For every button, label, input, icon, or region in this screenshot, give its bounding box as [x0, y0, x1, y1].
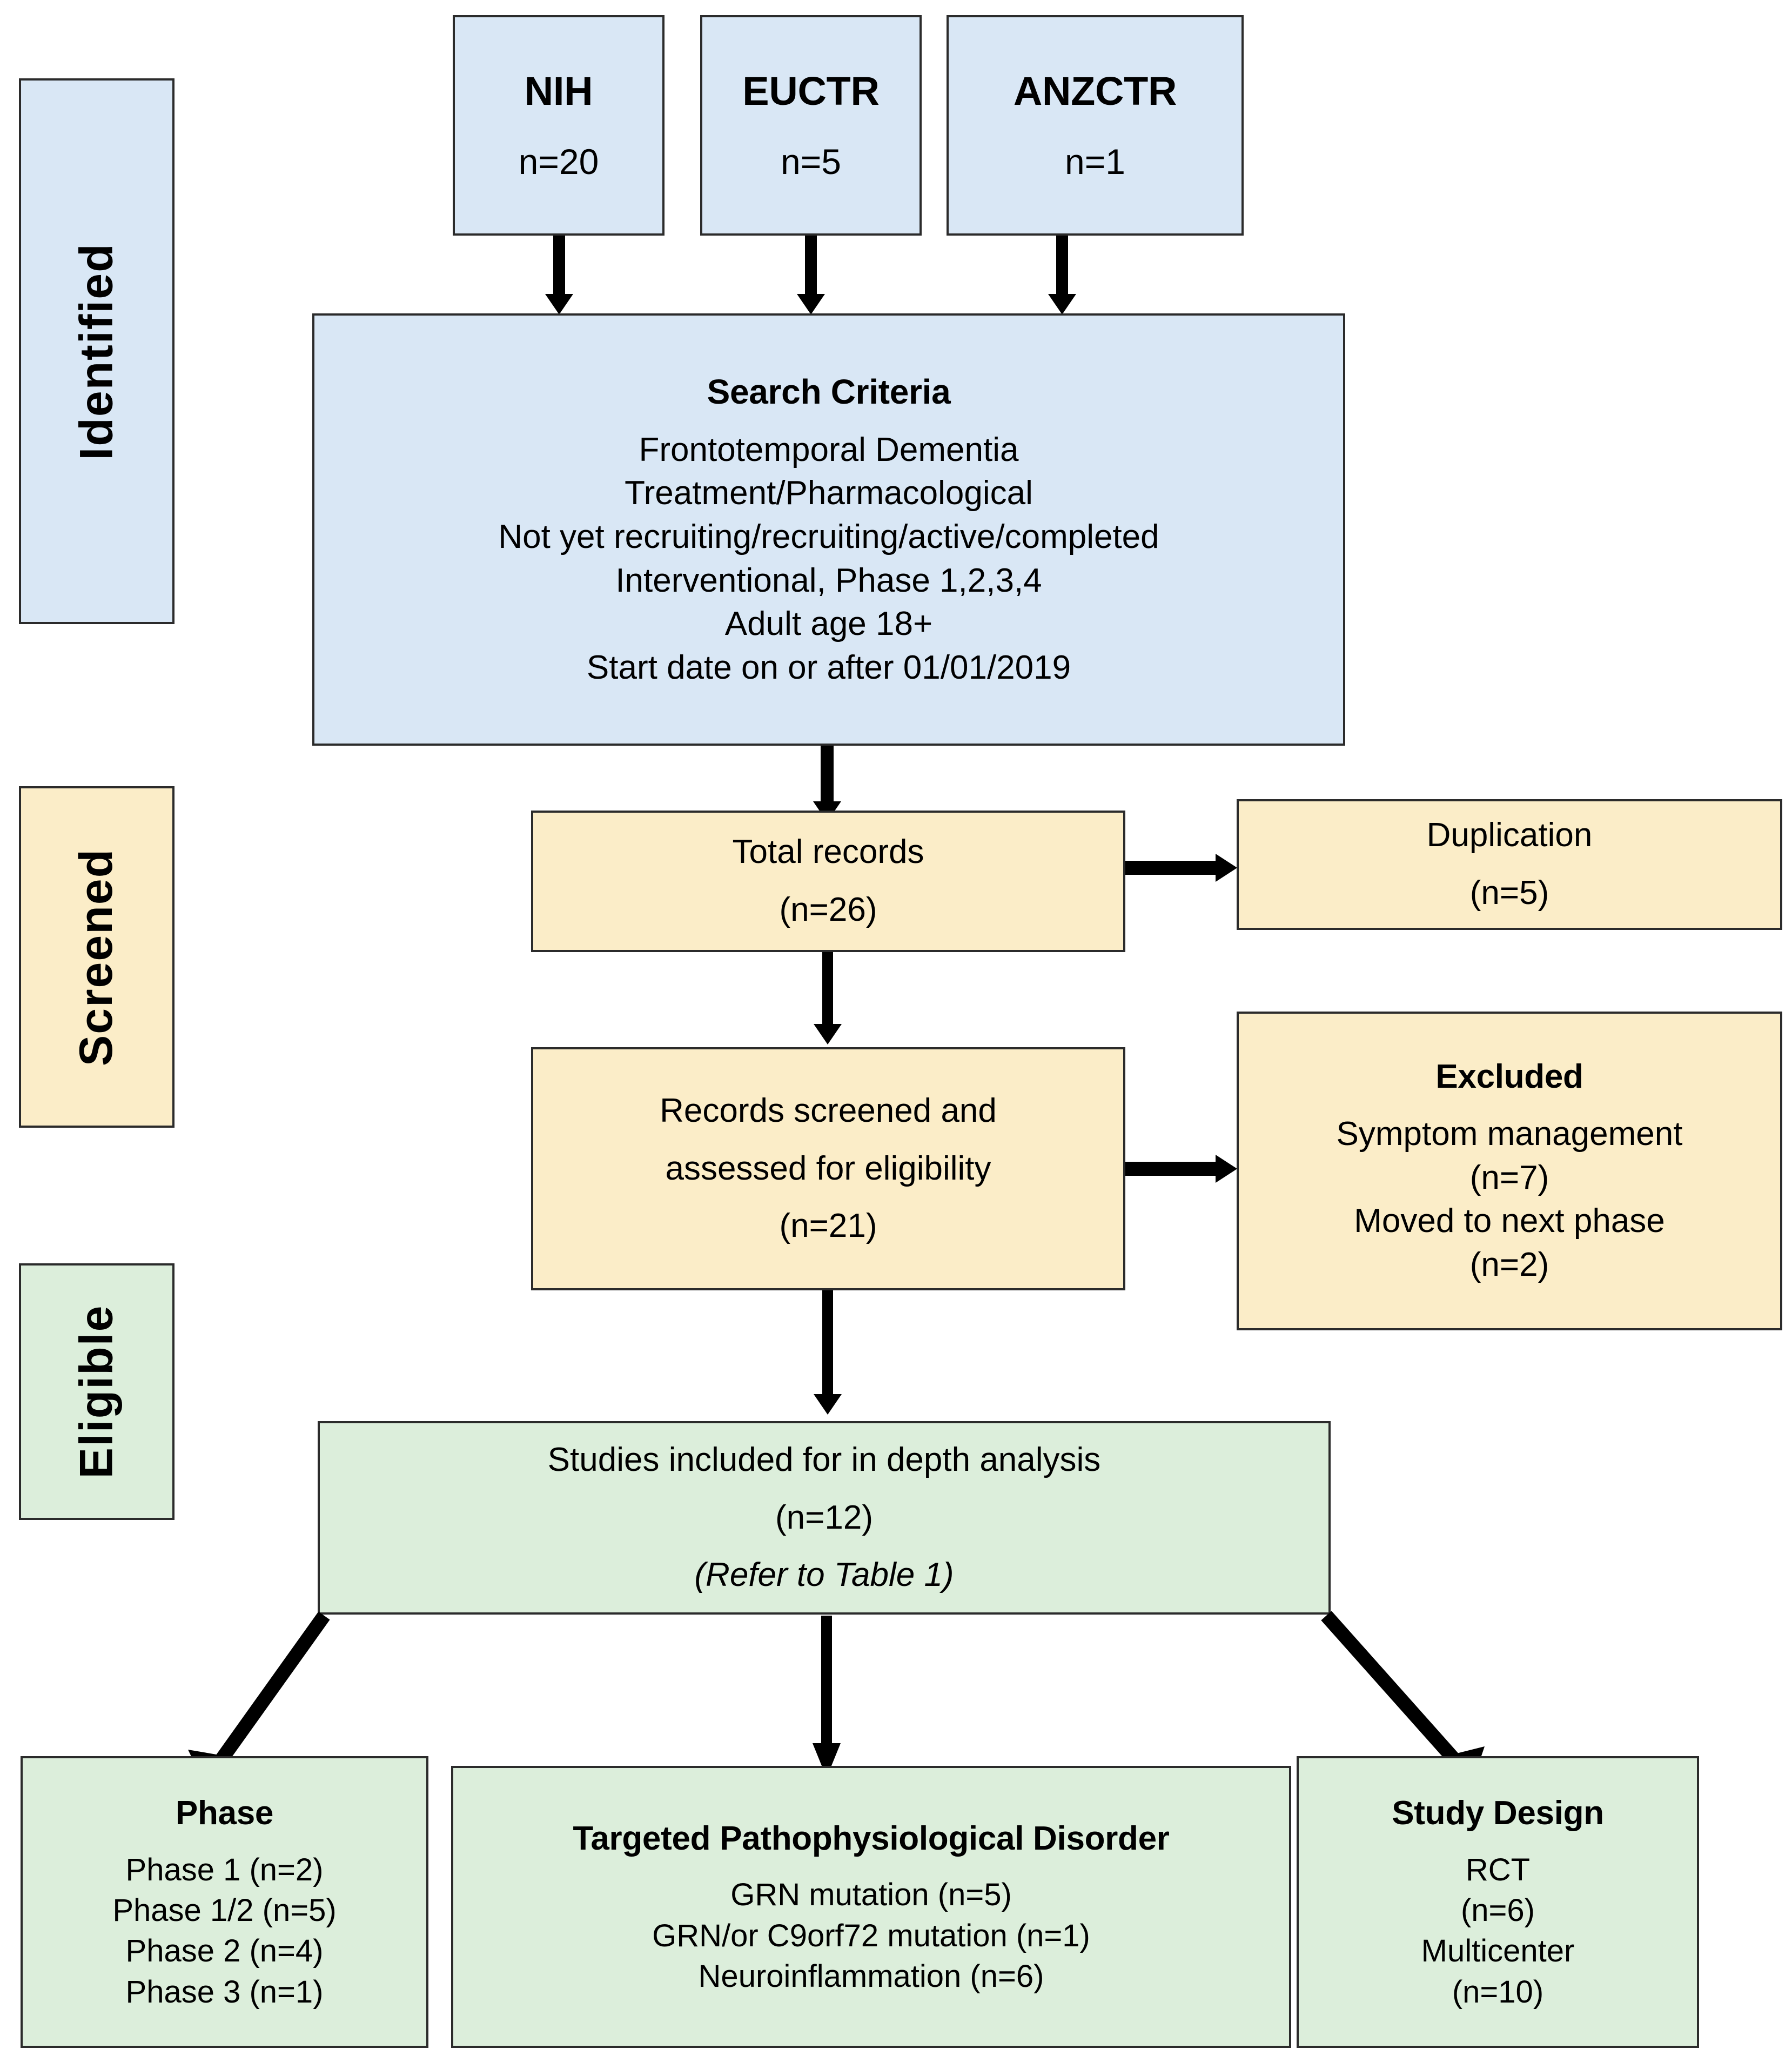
- stage-label-identified-text: Identified: [70, 242, 123, 460]
- studies-included-line-3: (Refer to Table 1): [694, 1556, 954, 1594]
- records-screened-box: Records screened and assessed for eligib…: [531, 1047, 1125, 1290]
- connector-euctr-to-criteria: [805, 236, 817, 295]
- search-criteria-line-2: Treatment/Pharmacological: [625, 474, 1033, 512]
- excluded-line-2: (n=7): [1469, 1159, 1549, 1196]
- search-criteria-line-3: Not yet recruiting/recruiting/active/com…: [498, 518, 1159, 555]
- records-screened-line-3: (n=21): [779, 1207, 877, 1245]
- duplication-line-1: Duplication: [1426, 816, 1593, 854]
- total-records-box: Total records (n=26): [531, 811, 1125, 952]
- excluded-line-4: (n=2): [1469, 1246, 1549, 1283]
- breakdown-phase-item-4: Phase 3 (n=1): [125, 1974, 324, 2010]
- records-screened-line-2: assessed for eligibility: [665, 1149, 991, 1187]
- source-box-anzctr: ANZCTR n=1: [947, 15, 1244, 236]
- stage-label-eligible: Eligible: [19, 1263, 174, 1520]
- source-box-euctr: EUCTR n=5: [700, 15, 922, 236]
- search-criteria-line-4: Interventional, Phase 1,2,3,4: [615, 561, 1042, 599]
- breakdown-phase-item-1: Phase 1 (n=2): [125, 1852, 324, 1887]
- breakdown-phase-item-3: Phase 2 (n=4): [125, 1933, 324, 1969]
- arrowhead-screened-to-excluded: [1216, 1155, 1237, 1183]
- studies-included-line-2: (n=12): [775, 1498, 873, 1536]
- breakdown-phase-title: Phase: [175, 1794, 274, 1832]
- connector-screened-to-excluded: [1125, 1162, 1217, 1176]
- stage-label-screened-text: Screened: [70, 848, 123, 1066]
- stage-label-identified: Identified: [19, 78, 174, 624]
- connector-total-to-screened: [822, 952, 833, 1028]
- connector-nih-to-criteria: [553, 236, 565, 295]
- excluded-line-3: Moved to next phase: [1354, 1202, 1665, 1240]
- search-criteria-line-6: Start date on or after 01/01/2019: [586, 648, 1071, 686]
- source-count-anzctr: n=1: [1065, 142, 1125, 182]
- duplication-line-2: (n=5): [1469, 874, 1549, 912]
- studies-included-line-1: Studies included for in depth analysis: [547, 1441, 1101, 1479]
- connector-total-to-duplication: [1125, 861, 1217, 875]
- connector-anzctr-to-criteria: [1056, 236, 1068, 295]
- source-box-nih: NIH n=20: [453, 15, 665, 236]
- breakdown-disorder-item-2: GRN/or C9orf72 mutation (n=1): [652, 1918, 1090, 1953]
- arrowhead-nih-to-criteria: [545, 294, 573, 314]
- breakdown-phase-item-2: Phase 1/2 (n=5): [112, 1892, 337, 1928]
- arrowhead-anzctr-to-criteria: [1048, 294, 1076, 314]
- source-count-nih: n=20: [518, 142, 599, 182]
- records-screened-line-1: Records screened and: [660, 1092, 997, 1130]
- breakdown-box-phase: Phase Phase 1 (n=2) Phase 1/2 (n=5) Phas…: [21, 1756, 428, 2048]
- stage-label-screened: Screened: [19, 786, 174, 1128]
- arrowhead-screened-to-studies: [814, 1394, 842, 1415]
- arrowhead-total-to-screened: [814, 1024, 842, 1044]
- breakdown-box-disorder: Targeted Pathophysiological Disorder GRN…: [451, 1766, 1291, 2048]
- breakdown-design-title: Study Design: [1392, 1794, 1604, 1832]
- source-title-anzctr: ANZCTR: [1013, 69, 1177, 113]
- connector-criteria-to-total: [821, 746, 834, 805]
- duplication-box: Duplication (n=5): [1237, 799, 1782, 930]
- source-title-nih: NIH: [524, 69, 593, 113]
- search-criteria-line-5: Adult age 18+: [724, 605, 933, 643]
- breakdown-disorder-item-1: GRN mutation (n=5): [730, 1877, 1012, 1913]
- breakdown-design-item-2: (n=6): [1460, 1892, 1535, 1928]
- search-criteria-line-1: Frontotemporal Dementia: [639, 431, 1019, 468]
- search-criteria-box: Search Criteria Frontotemporal Dementia …: [312, 313, 1345, 746]
- breakdown-design-item-1: RCT: [1465, 1852, 1531, 1887]
- breakdown-design-item-4: (n=10): [1452, 1974, 1544, 2010]
- studies-included-box: Studies included for in depth analysis (…: [318, 1421, 1331, 1615]
- breakdown-disorder-item-3: Neuroinflammation (n=6): [698, 1958, 1044, 1994]
- arrowhead-total-to-duplication: [1216, 854, 1237, 882]
- search-criteria-title: Search Criteria: [707, 372, 951, 411]
- stage-label-eligible-text: Eligible: [70, 1304, 123, 1479]
- breakdown-box-design: Study Design RCT (n=6) Multicenter (n=10…: [1297, 1756, 1699, 2048]
- source-title-euctr: EUCTR: [742, 69, 880, 113]
- arrowhead-euctr-to-criteria: [797, 294, 825, 314]
- total-records-line-1: Total records: [732, 833, 924, 871]
- excluded-line-1: Symptom management: [1336, 1115, 1683, 1153]
- excluded-title: Excluded: [1435, 1057, 1583, 1095]
- excluded-box: Excluded Symptom management (n=7) Moved …: [1237, 1012, 1782, 1330]
- source-count-euctr: n=5: [781, 142, 841, 182]
- total-records-line-2: (n=26): [779, 891, 877, 928]
- connector-screened-to-studies: [822, 1290, 833, 1398]
- breakdown-design-item-3: Multicenter: [1421, 1933, 1575, 1969]
- breakdown-disorder-title: Targeted Pathophysiological Disorder: [573, 1819, 1170, 1857]
